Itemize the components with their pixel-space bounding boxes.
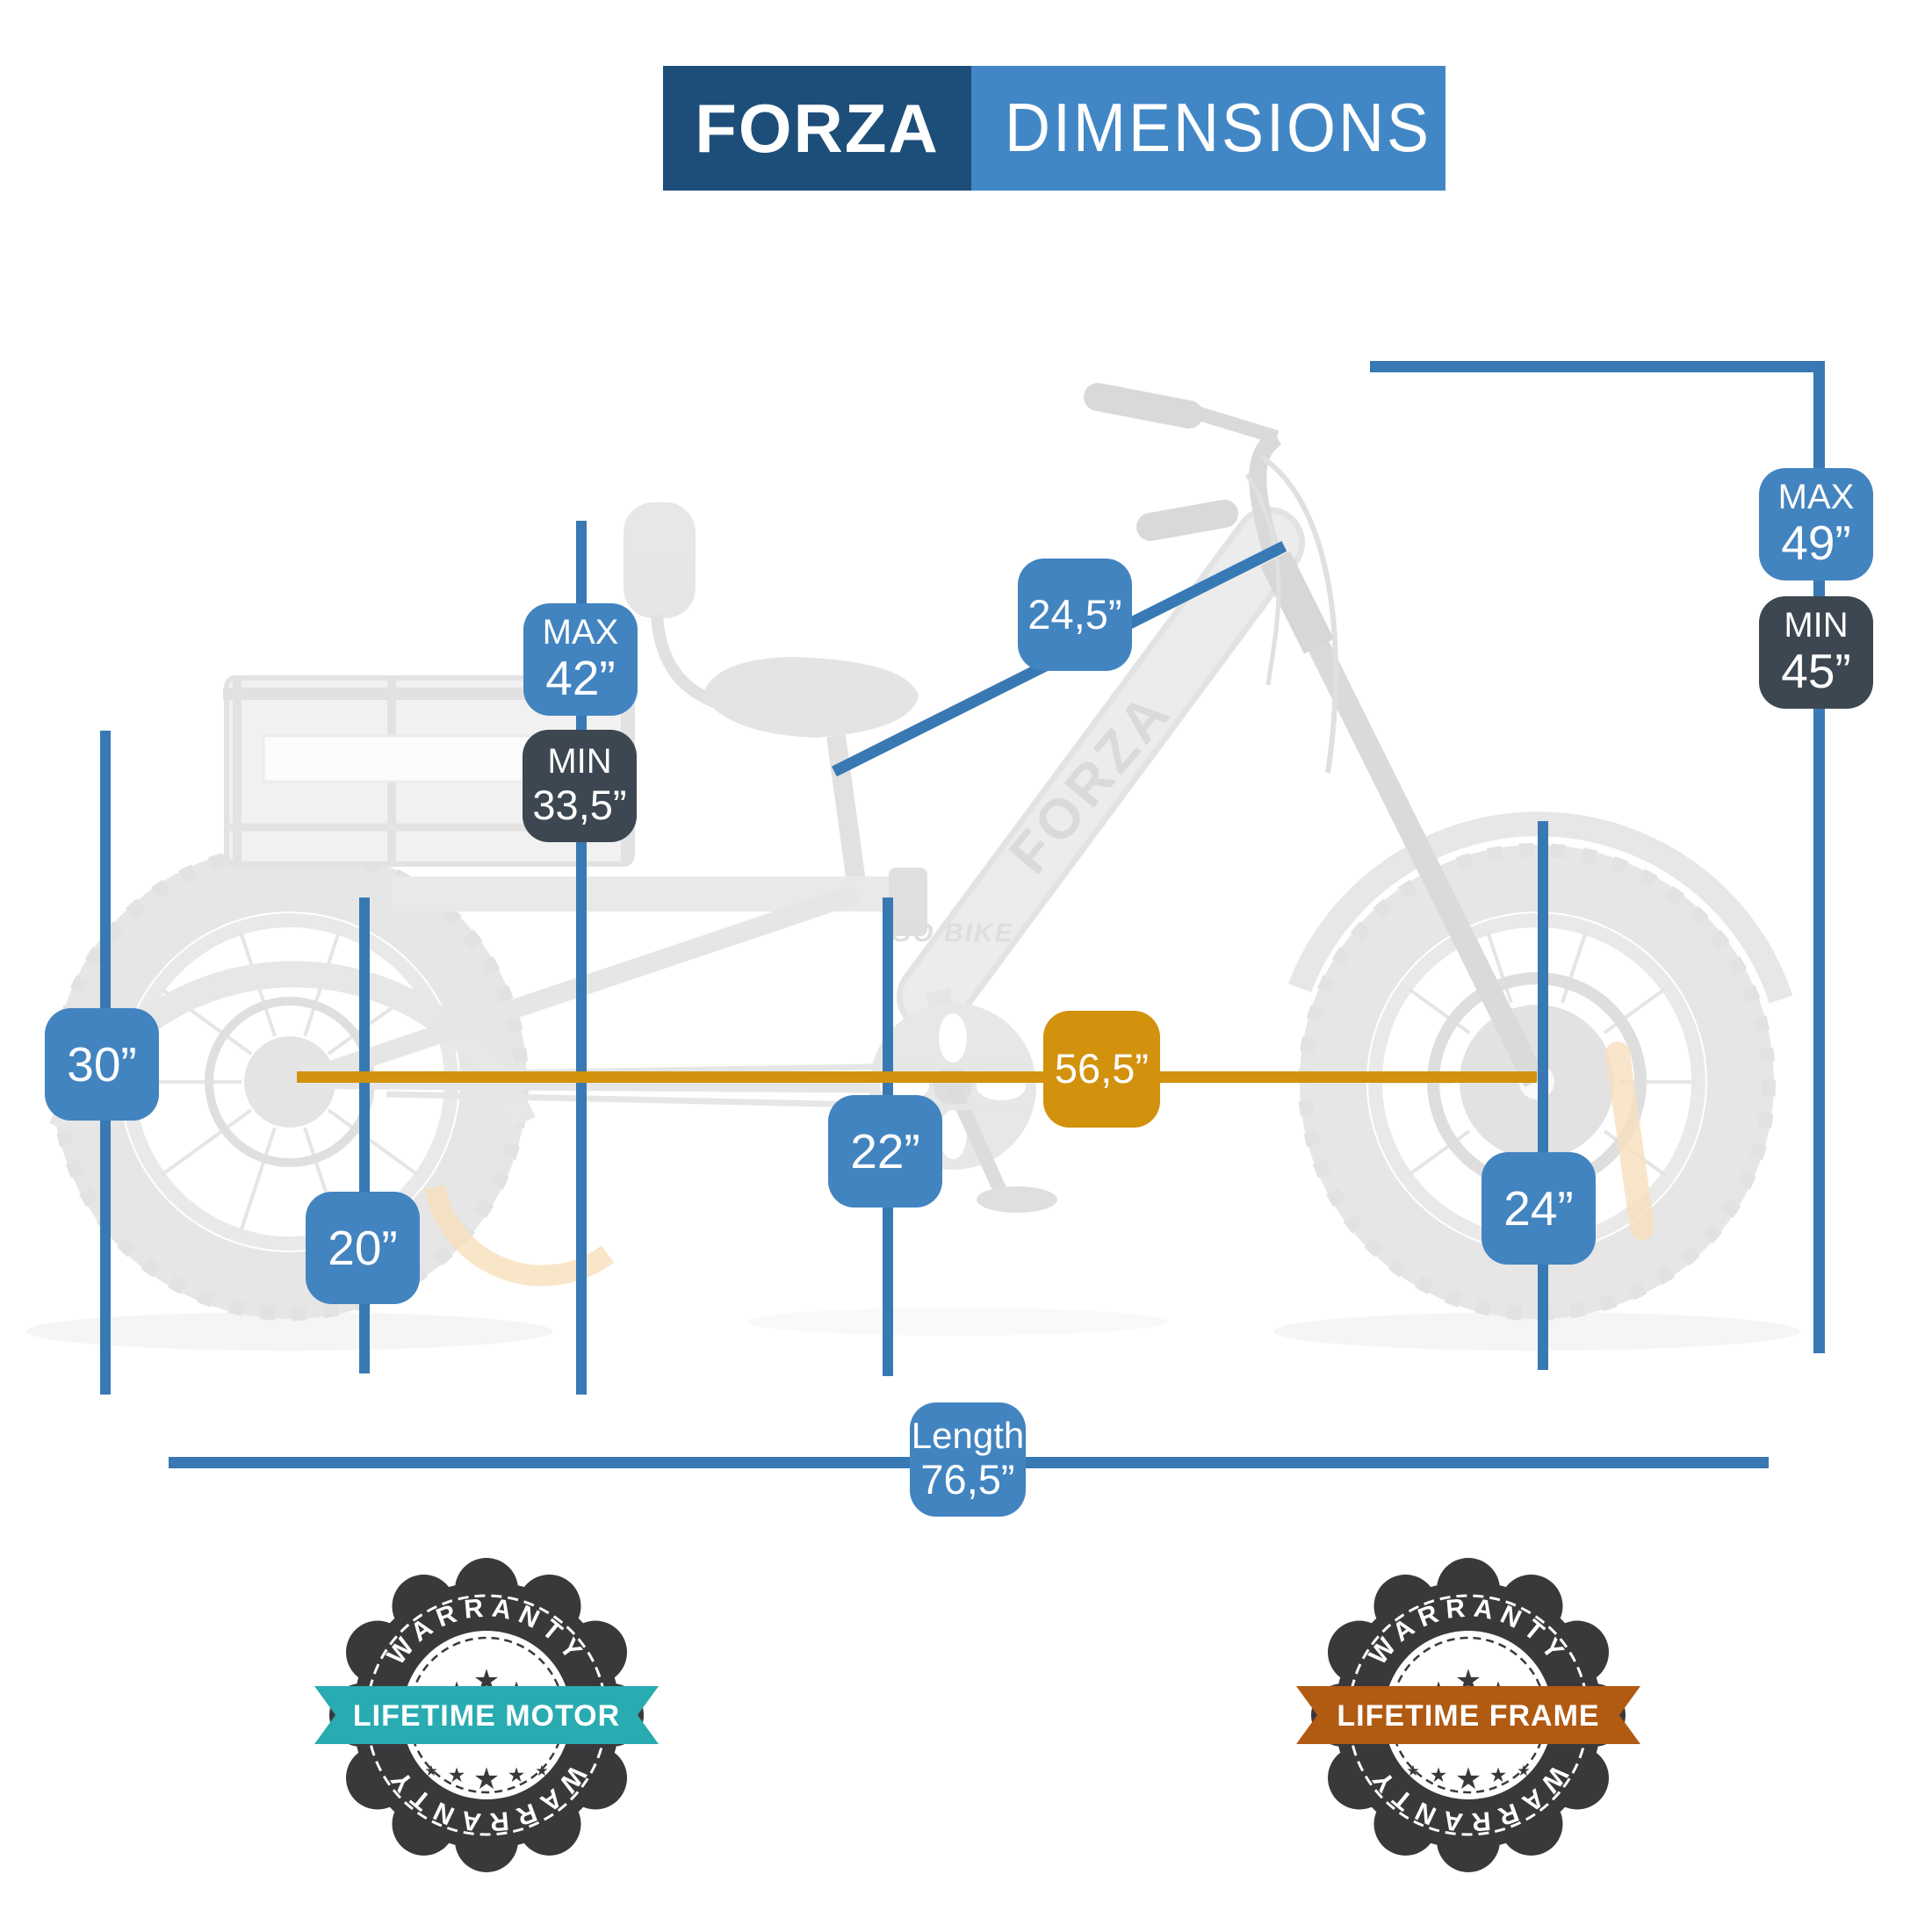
badge-ribbon-text: LIFETIME MOTOR	[353, 1699, 620, 1733]
badge-ribbon-text: LIFETIME FRAME	[1337, 1699, 1599, 1733]
battery-downtube	[903, 513, 1299, 1027]
total-length-label: Length 76,5”	[910, 1402, 1026, 1517]
seat-max-height-label: MAX 42”	[523, 603, 638, 716]
svg-text:★: ★	[1489, 1764, 1508, 1787]
svg-text:★: ★	[473, 1762, 500, 1797]
standover-height-label: 22”	[828, 1095, 942, 1208]
svg-text:★: ★	[1430, 1764, 1448, 1787]
folding-hinge	[889, 868, 927, 936]
handlebar-grip-right	[1136, 500, 1238, 541]
svg-text:★: ★	[424, 1763, 437, 1780]
basket-height-label: 30”	[45, 1008, 159, 1121]
backrest-pad	[624, 502, 696, 618]
lifetime-motor-badge: WARRANTY WARRANTY ★ ★ ★ ★ ★ ★ ★ ★ ★ ★ LI…	[314, 1558, 659, 1872]
svg-text:★: ★	[1455, 1762, 1481, 1797]
badge-ribbon	[314, 1686, 659, 1744]
hub-motor	[1460, 1005, 1614, 1159]
handlebar-grip-left	[1084, 383, 1203, 429]
title-brand-box: FORZA	[663, 66, 971, 191]
svg-text:★: ★	[535, 1763, 548, 1780]
title-label-box: DIMENSIONS	[971, 66, 1445, 191]
tube-brand-logo: GO BIKE	[890, 919, 1014, 948]
handlebar-height-line-horizontal	[1370, 361, 1825, 372]
title-label: DIMENSIONS	[1005, 90, 1432, 167]
brake-cable	[1259, 454, 1338, 774]
handlebar-max-height-label: MAX 49”	[1759, 468, 1873, 580]
front-wheel-size-label: 24”	[1481, 1152, 1596, 1265]
kickstand	[1605, 1042, 1654, 1240]
badge-scallop	[1311, 1558, 1626, 1872]
title-banner: FORZA DIMENSIONS	[663, 66, 1445, 191]
handlebar-fork	[1084, 383, 1546, 1087]
lifetime-frame-badge: WARRANTY WARRANTY ★ ★ ★ ★ ★ ★ ★ ★ ★ ★ LI…	[1296, 1558, 1640, 1872]
front-wheel-line	[1538, 821, 1548, 1370]
badge-ribbon	[1296, 1686, 1640, 1744]
frame-brand-logo: FORZA	[997, 680, 1184, 885]
seat	[624, 502, 919, 890]
svg-text:★: ★	[1406, 1763, 1419, 1780]
svg-text:★: ★	[1517, 1763, 1530, 1780]
pedal	[977, 1186, 1057, 1213]
svg-text:★: ★	[508, 1764, 526, 1787]
title-brand: FORZA	[695, 89, 940, 167]
seat-min-height-label: MIN 33,5”	[523, 730, 637, 842]
handlebar-min-height-label: MIN 45”	[1759, 596, 1873, 709]
seat-to-handlebar-label: 24,5”	[1018, 559, 1132, 671]
wheelbase-label: 56,5”	[1043, 1011, 1160, 1128]
svg-text:★: ★	[448, 1764, 466, 1787]
wheelbase-line	[297, 1071, 1537, 1083]
rear-wheel-size-label: 20”	[306, 1192, 420, 1304]
